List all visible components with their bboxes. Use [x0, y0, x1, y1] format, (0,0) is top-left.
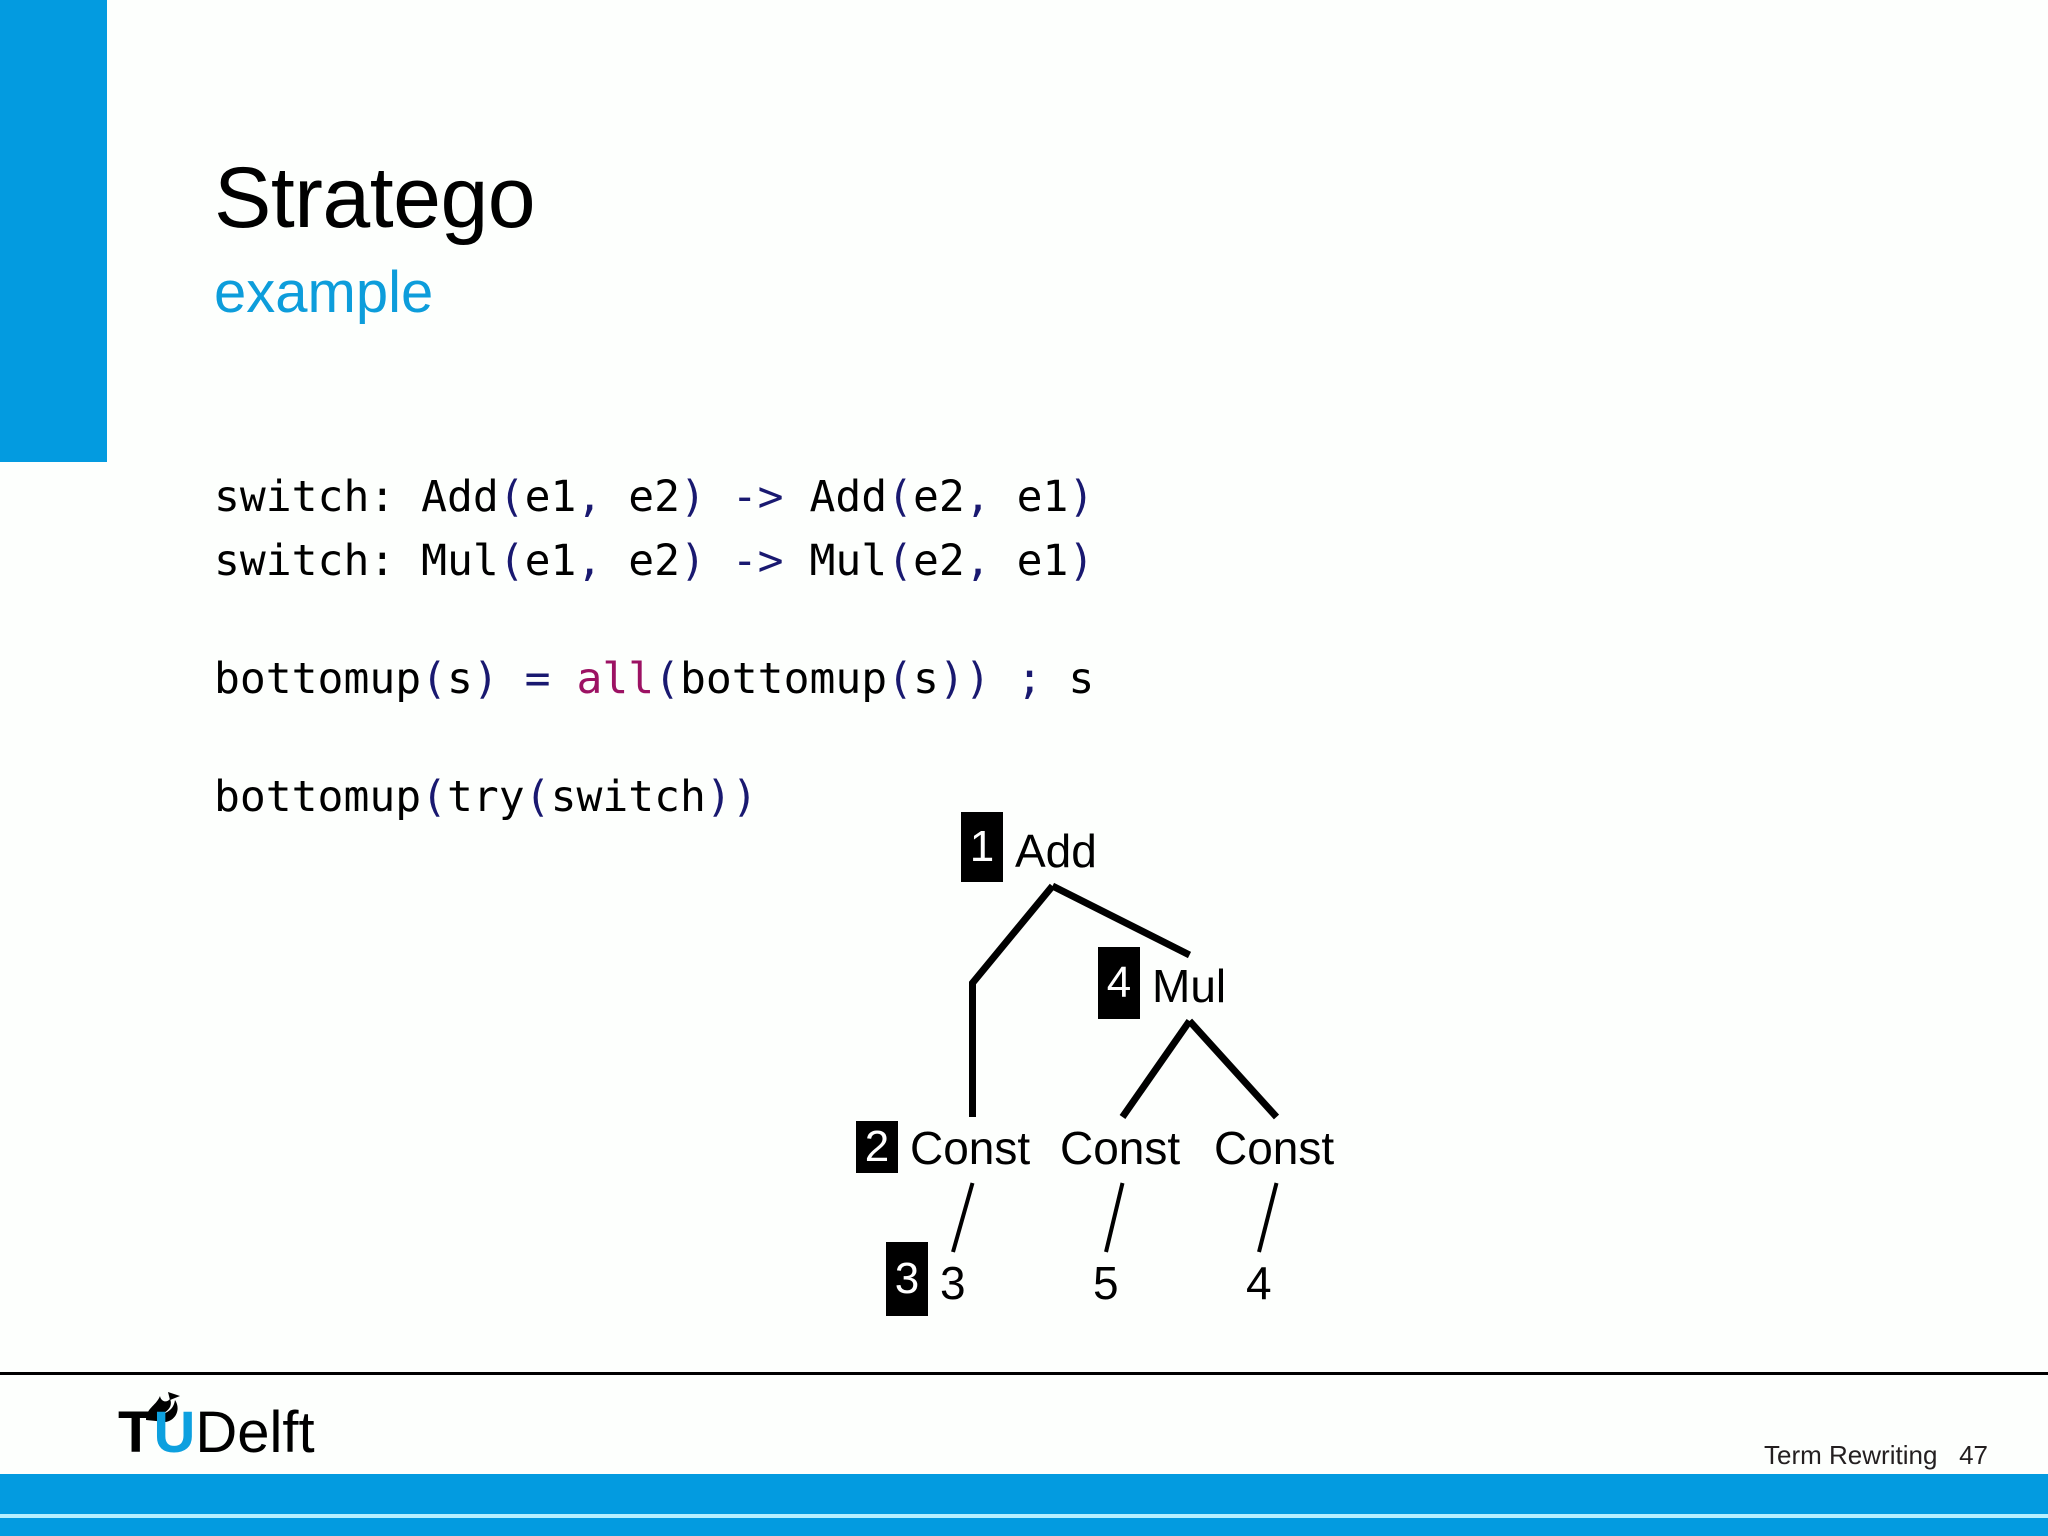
code-token: ): [680, 472, 706, 522]
code-token: (: [887, 536, 914, 586]
footer-band-gap: [0, 1514, 2048, 1518]
code-token: [551, 654, 577, 704]
tree-edge: [1104, 1182, 1125, 1253]
tree-edge: [1050, 882, 1192, 959]
code-token: s: [447, 654, 473, 704]
tree-node-label: Const: [910, 1122, 1031, 1174]
tree-step-badge: 4: [1098, 947, 1140, 1019]
tree-edge: [951, 1182, 975, 1253]
code-token: (: [654, 654, 681, 704]
code-token: (: [498, 536, 525, 586]
code-token: (: [421, 772, 447, 822]
code-token: ): [680, 536, 706, 586]
code-token: [991, 654, 1017, 704]
page-subtitle: example: [214, 260, 434, 325]
code-token: bottomup: [214, 654, 422, 704]
code-token: s: [913, 654, 939, 704]
accent-bar-left: [0, 0, 107, 462]
code-line: switch: Mul(e1, e2) -> Mul(e2, e1): [214, 529, 1094, 593]
logo-delft: Delft: [195, 1400, 315, 1465]
code-token: ,: [576, 472, 629, 522]
tree-step-badge: 2: [856, 1121, 898, 1173]
code-token: ): [1068, 536, 1095, 586]
tree-edges: [951, 882, 1280, 1253]
code-line: bottomup(s) = all(bottomup(s)) ; s: [214, 647, 1094, 711]
code-token: [499, 654, 525, 704]
tree-node-label: Add: [1015, 825, 1097, 877]
code-token: ): [472, 654, 499, 704]
code-token: switch: Mul: [214, 536, 499, 586]
code-token: [706, 536, 732, 586]
logo-u: U: [153, 1400, 196, 1465]
code-token: e2: [913, 472, 965, 522]
code-token: bottomup: [214, 772, 422, 822]
code-token: (: [524, 772, 551, 822]
tree-node-label: Mul: [1152, 960, 1227, 1012]
code-token: e1: [1016, 472, 1069, 522]
code-token: e1: [1016, 536, 1069, 586]
code-token: try: [447, 772, 525, 822]
tu-delft-wordmark: TUDelft: [118, 1404, 315, 1462]
tree-edge: [1186, 1018, 1280, 1120]
code-block: switch: Add(e1, e2) -> Add(e2, e1)switch…: [214, 465, 1094, 829]
code-token: [706, 472, 732, 522]
code-blank-line: [214, 593, 1094, 647]
page-title: Stratego: [214, 150, 536, 246]
tree-leaf-label: 5: [1093, 1257, 1119, 1309]
code-token: (: [887, 472, 914, 522]
code-token: e1: [524, 472, 577, 522]
code-token: switch: [550, 772, 706, 822]
code-token: ->: [731, 472, 784, 522]
logo-t: T: [118, 1400, 154, 1465]
tree-step-badge: 1: [961, 812, 1003, 882]
code-token: s: [1042, 654, 1095, 704]
tu-delft-logo: TUDelft: [118, 1392, 378, 1468]
code-token: bottomup: [680, 654, 888, 704]
code-token: (: [887, 654, 914, 704]
code-token: (: [421, 654, 447, 704]
flame-icon: [146, 1392, 180, 1422]
code-token: ,: [964, 536, 1017, 586]
code-blank-line: [214, 711, 1094, 765]
tree-edge: [1257, 1182, 1279, 1253]
tree-node-label: Const: [1060, 1122, 1181, 1174]
code-token: =: [524, 654, 551, 704]
tree-edge: [1119, 1018, 1193, 1120]
footer-divider: [0, 1372, 2048, 1375]
code-token: Add: [783, 472, 888, 522]
code-token: (: [498, 472, 525, 522]
footer-meta: Term Rewriting 47: [1764, 1440, 1988, 1470]
title-block: Stratego example: [214, 150, 1414, 328]
tree-leaf-label: 3: [940, 1257, 966, 1309]
code-token: ->: [731, 536, 784, 586]
code-token: )): [705, 772, 758, 822]
footer-band-secondary: [0, 1518, 2048, 1536]
code-token: switch: Add: [214, 472, 499, 522]
tree-node-label: Const: [1214, 1122, 1335, 1174]
code-line: bottomup(try(switch)): [214, 765, 1094, 829]
code-token: all: [576, 654, 655, 704]
code-token: e2: [628, 536, 681, 586]
code-token: )): [938, 654, 991, 704]
code-token: ,: [576, 536, 629, 586]
code-token: e2: [913, 536, 965, 586]
code-line: switch: Add(e1, e2) -> Add(e2, e1): [214, 465, 1094, 529]
footer-band-primary: [0, 1474, 2048, 1514]
tree-leaf-label: 4: [1246, 1257, 1272, 1309]
code-token: ;: [1016, 654, 1043, 704]
code-token: e1: [524, 536, 577, 586]
tree-edge: [969, 883, 1056, 1117]
tree-step-badge: 3: [886, 1242, 928, 1316]
code-token: e2: [628, 472, 681, 522]
code-token: Mul: [783, 536, 888, 586]
code-token: ): [1068, 472, 1095, 522]
code-token: ,: [964, 472, 1017, 522]
